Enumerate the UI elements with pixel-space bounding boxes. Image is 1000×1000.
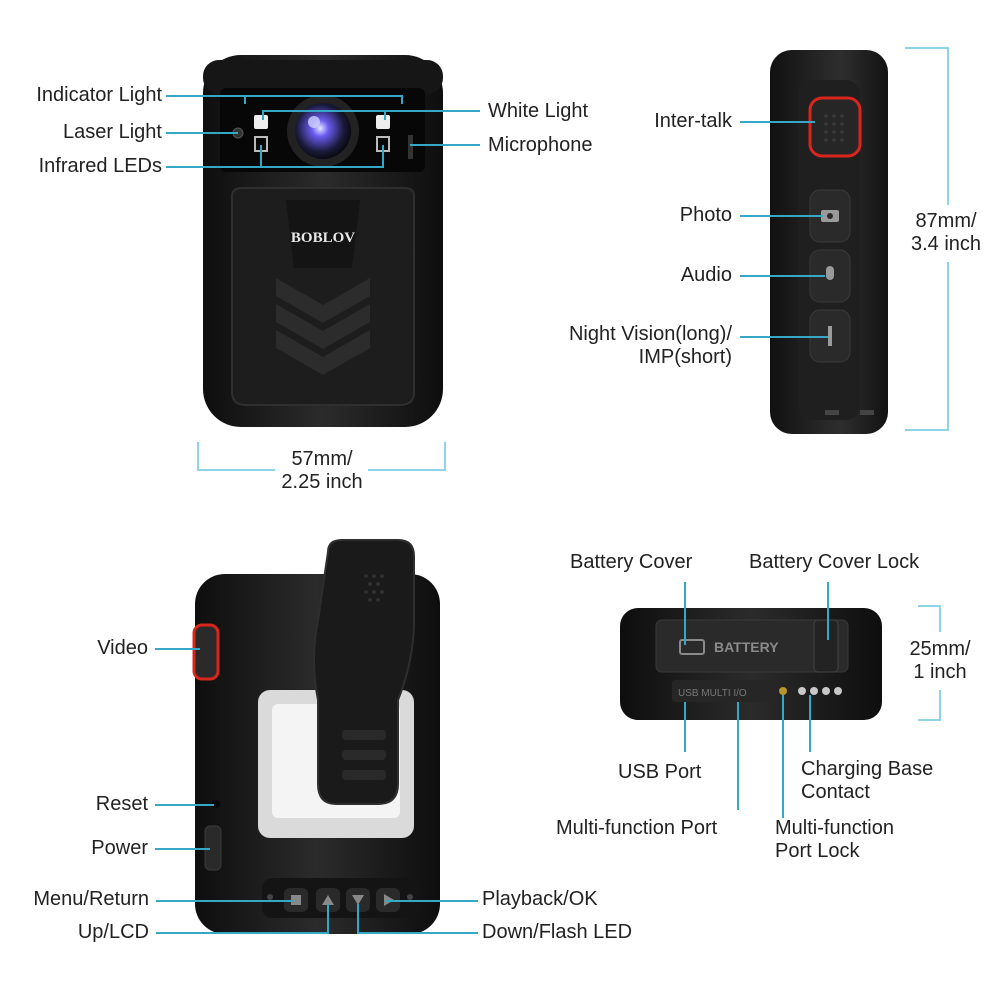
thickness-dimension-line bbox=[918, 605, 941, 721]
leader-white-light bbox=[262, 110, 480, 120]
back-view-camera bbox=[192, 539, 440, 934]
label-white-light: White Light bbox=[488, 100, 589, 122]
bottom-view-camera: BATTERY USB MULTI I/O bbox=[620, 608, 882, 720]
chevron-icon bbox=[276, 304, 370, 349]
clip-ridge bbox=[342, 730, 386, 740]
video-button bbox=[192, 623, 220, 681]
battery-icon bbox=[679, 639, 705, 655]
leader-down bbox=[357, 904, 478, 934]
front-top-band bbox=[203, 60, 443, 94]
label-infrared-leds: Infrared LEDs bbox=[38, 155, 162, 177]
width-dimension-line bbox=[197, 442, 446, 471]
leader-indicator-light bbox=[166, 95, 403, 104]
contact-pin-icon bbox=[810, 687, 818, 695]
height-dimension-line bbox=[905, 47, 949, 431]
label-battery-cover-lock: Battery Cover Lock bbox=[749, 551, 920, 573]
side-view-camera bbox=[770, 50, 888, 434]
label-power: Power bbox=[91, 837, 148, 859]
menu-icon bbox=[291, 895, 301, 905]
label-multi-function-port-lock: Multi-function Port Lock bbox=[775, 817, 894, 862]
screw-icon bbox=[407, 894, 413, 900]
battery-cover bbox=[655, 619, 849, 673]
port-lock-icon bbox=[779, 687, 787, 695]
lens-highlight bbox=[308, 116, 320, 128]
label-height-dimension: 87mm/ 3.4 inch bbox=[910, 210, 982, 255]
dimension-lines bbox=[197, 47, 949, 721]
microphone-glyph-icon bbox=[826, 266, 834, 280]
port-plate bbox=[672, 680, 772, 702]
microphone-icon bbox=[408, 135, 413, 159]
label-reset: Reset bbox=[95, 793, 148, 815]
down-arrow-icon bbox=[352, 895, 364, 905]
label-multi-function-port: Multi-function Port bbox=[556, 817, 718, 839]
side-port-left bbox=[825, 410, 839, 415]
port-text: USB MULTI I/O bbox=[678, 688, 747, 699]
label-night-vision: Night Vision(long)/ IMP(short) bbox=[568, 323, 732, 368]
up-arrow-icon bbox=[322, 895, 334, 905]
battery-text: BATTERY bbox=[714, 639, 779, 655]
brand-logo: BOBLOV bbox=[291, 230, 355, 246]
label-usb-port: USB Port bbox=[618, 761, 702, 783]
contact-pin-icon bbox=[822, 687, 830, 695]
white-light-right-icon bbox=[376, 115, 390, 129]
label-laser-light: Laser Light bbox=[63, 121, 162, 143]
belt-clip bbox=[313, 539, 415, 805]
intertalk-button bbox=[808, 96, 862, 158]
label-inter-talk: Inter-talk bbox=[654, 110, 732, 132]
lens-icon bbox=[295, 103, 351, 159]
label-width-dimension: 57mm/ 2.25 inch bbox=[281, 448, 363, 493]
label-menu-return: Menu/Return bbox=[33, 888, 149, 910]
clip-ridge bbox=[342, 770, 386, 780]
camera-icon-lens bbox=[827, 213, 833, 219]
label-microphone: Microphone bbox=[488, 134, 593, 156]
white-light-left-icon bbox=[254, 115, 268, 129]
contact-pin-icon bbox=[798, 687, 806, 695]
label-battery-cover: Battery Cover bbox=[570, 551, 693, 573]
label-up-lcd: Up/LCD bbox=[77, 921, 149, 943]
contact-pin-icon bbox=[834, 687, 842, 695]
label-photo: Photo bbox=[679, 204, 732, 226]
label-thickness-dimension: 25mm/ 1 inch bbox=[909, 638, 971, 683]
clip-ridge bbox=[342, 750, 386, 760]
clip-grip bbox=[364, 574, 384, 602]
side-port-right bbox=[860, 410, 874, 415]
front-logo-plate bbox=[286, 200, 360, 268]
chevron-icon bbox=[276, 278, 370, 323]
speaker-grille bbox=[824, 114, 844, 142]
label-audio: Audio bbox=[680, 264, 732, 286]
battery-cover-lock bbox=[813, 619, 839, 673]
leader-up bbox=[156, 904, 329, 934]
chevron-icon bbox=[276, 330, 370, 375]
label-down-flash: Down/Flash LED bbox=[482, 921, 633, 943]
info-icon bbox=[828, 326, 832, 346]
screw-icon bbox=[267, 894, 273, 900]
label-charging-base-contact: Charging Base Contact bbox=[801, 758, 934, 803]
label-indicator-light: Indicator Light bbox=[36, 84, 162, 106]
label-video: Video bbox=[97, 637, 148, 659]
leader-infrared-leds bbox=[166, 145, 384, 168]
front-shield-panel bbox=[231, 187, 415, 406]
label-playback-ok: Playback/OK bbox=[482, 888, 598, 910]
leader-lines bbox=[155, 95, 829, 934]
